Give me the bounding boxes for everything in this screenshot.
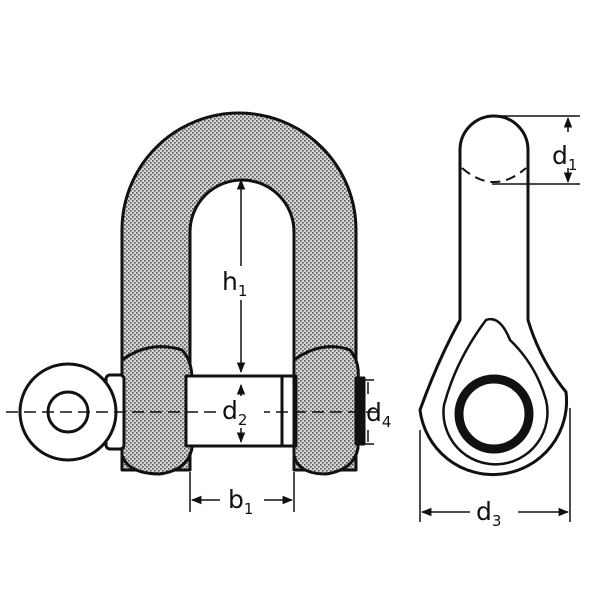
d2-label: d2 bbox=[222, 396, 247, 429]
svg-text:d1: d1 bbox=[552, 141, 577, 174]
shackle-side-view bbox=[418, 114, 569, 477]
side-inner-profile bbox=[442, 317, 549, 466]
b1-dimension bbox=[189, 472, 295, 512]
d1-dimension bbox=[492, 115, 580, 185]
side-top-dash bbox=[461, 167, 527, 183]
svg-text:d3: d3 bbox=[476, 497, 501, 530]
side-pin-ring bbox=[454, 374, 534, 454]
shackle-front-view bbox=[18, 111, 366, 476]
d4-dimension bbox=[360, 379, 374, 445]
svg-text:h1: h1 bbox=[222, 267, 247, 300]
d2-label-backing bbox=[218, 398, 264, 426]
d3-dimension bbox=[419, 408, 571, 522]
svg-text:b1: b1 bbox=[228, 485, 253, 518]
side-outer-profile bbox=[418, 114, 569, 477]
shackle-left-lug bbox=[120, 345, 194, 476]
shackle-right-lug bbox=[292, 345, 360, 476]
svg-text:d2: d2 bbox=[222, 396, 247, 429]
h1-label: h1 bbox=[222, 267, 247, 300]
d4-label: d4 bbox=[366, 398, 391, 431]
svg-text:d4: d4 bbox=[366, 398, 391, 431]
b1-label: b1 bbox=[228, 485, 253, 518]
d3-label: d3 bbox=[476, 497, 501, 530]
d1-label: d1 bbox=[552, 141, 577, 174]
pin-shoulder bbox=[280, 374, 296, 448]
pin-threaded-end bbox=[354, 376, 366, 446]
